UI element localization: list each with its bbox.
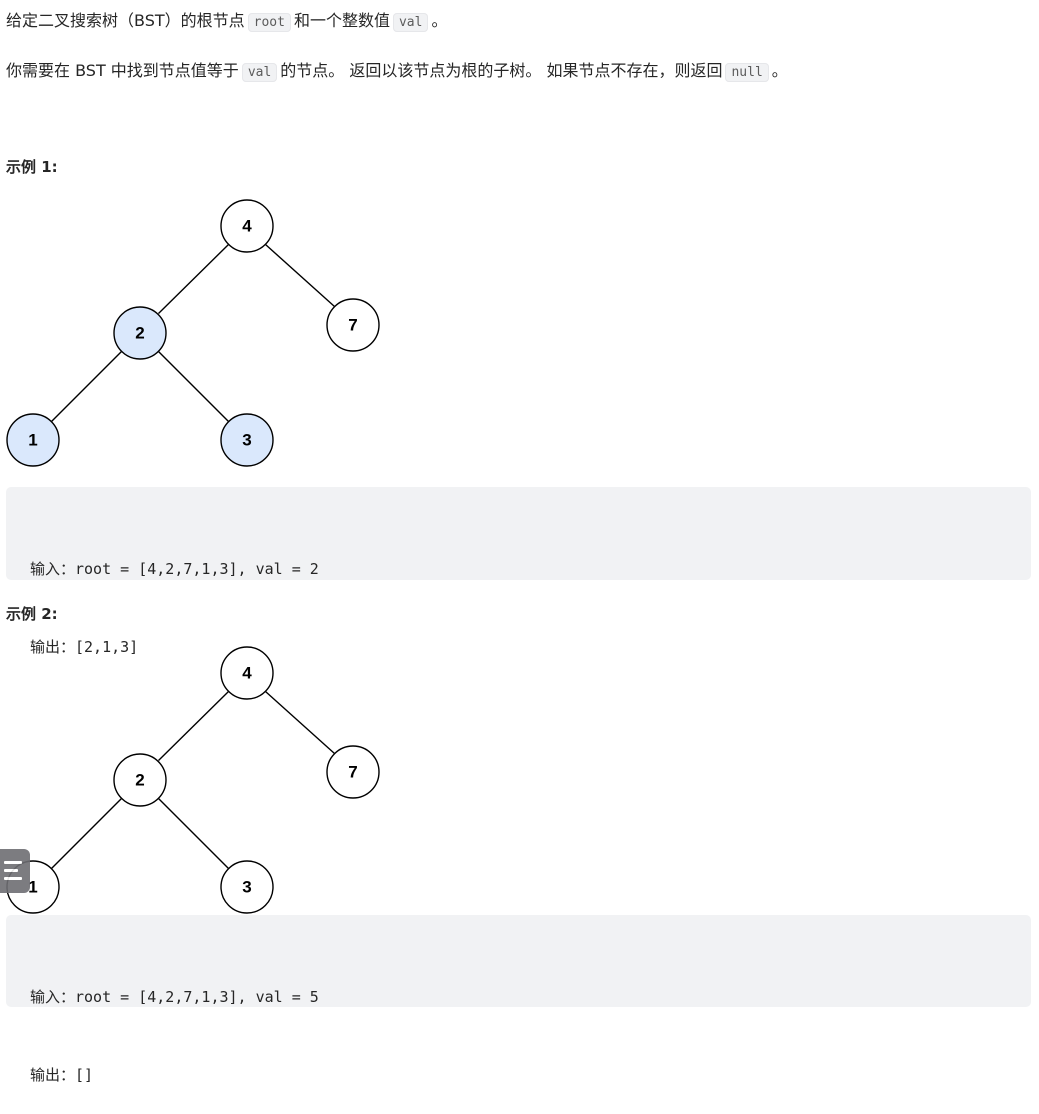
tree-node-circle [220,413,274,467]
inline-code-root: root [247,13,291,32]
tree-node-circle [220,199,274,253]
description-text: 你需要在 BST 中找到节点值等于 [6,61,239,80]
tree-edge [265,243,335,308]
description-text: 和一个整数值 [293,11,390,30]
tree-node-circle [326,298,380,352]
tree-node-circle [326,745,380,799]
tree-edge [158,798,229,869]
example-input: 输入：root = [4,2,7,1,3], val = 5 [30,988,319,1006]
tree-node: 7 [326,745,380,799]
tree-node: 2 [113,306,167,360]
tree-node-value: 2 [135,324,144,343]
tree-node: 1 [6,413,60,467]
tree-node-value: 3 [242,431,251,450]
tree-edge [158,244,229,314]
example-2-tree-diagram: 4 2 7 1 3 [6,646,380,914]
example-output: 输出：[2,1,3] [30,638,139,656]
example-1-title: 示例 1: [6,158,58,176]
tree-node-value: 7 [348,763,357,782]
example-2-title: 示例 2: [6,605,58,623]
tree-node-circle [220,860,274,914]
tree-node: 2 [113,753,167,807]
tree-node-circle [113,306,167,360]
tree-node-circle [6,413,60,467]
tree-edge [51,351,122,422]
tree-edge [265,690,335,755]
inline-code-val: val [392,13,429,32]
tree-node-circle [113,753,167,807]
tree-node-value: 1 [28,878,37,897]
inline-code-val: val [241,63,278,82]
description-text: 的节点。 返回以该节点为根的子树。 如果节点不存在，则返回 [280,61,723,80]
example-2-code-block: 输入：root = [4,2,7,1,3], val = 5 输出：[] [6,915,1031,1084]
tree-node: 7 [326,298,380,352]
description-text: 。 [431,11,448,30]
tree-node-value: 3 [242,878,251,897]
tree-edge [158,691,229,761]
toc-toggle-button[interactable] [0,849,30,893]
example-input: 输入：root = [4,2,7,1,3], val = 2 [30,560,319,578]
description-text: 给定二叉搜索树（BST）的根节点 [6,11,245,30]
tree-node-value: 2 [135,771,144,790]
inline-code-null: null [725,63,769,82]
tree-edge [158,351,229,422]
example-1-code-block: 输入：root = [4,2,7,1,3], val = 2 输出：[2,1,3… [6,487,1031,656]
tree-node: 4 [220,646,274,700]
tree-node: 3 [220,860,274,914]
tree-node-value: 7 [348,316,357,335]
example-output: 输出：[] [30,1066,94,1084]
description-text: 。 [771,61,788,80]
tree-edge [51,798,122,869]
tree-node-value: 4 [242,664,252,683]
tree-node: 4 [220,199,274,253]
tree-node-value: 1 [28,431,37,450]
tree-node-value: 4 [242,217,252,236]
tree-node-circle [220,646,274,700]
example-1-tree-diagram: 4 2 7 1 3 [6,199,380,467]
tree-node: 3 [220,413,274,467]
